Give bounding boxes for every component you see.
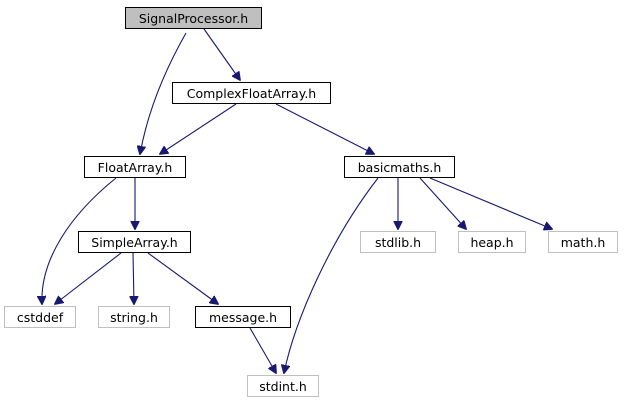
edge-complexfloatarray-to-floatarray (160, 103, 237, 154)
edge-basicmaths-to-math (429, 177, 552, 229)
node-floatarray-h[interactable]: FloatArray.h (84, 156, 186, 178)
edge-basicmaths-to-stdint (284, 177, 379, 373)
node-complexfloatarray-h[interactable]: ComplexFloatArray.h (172, 82, 331, 104)
edge-floatarray-to-cstddef (42, 177, 117, 304)
node-heap-h: heap.h (458, 231, 526, 253)
node-stdlib-h: stdlib.h (360, 231, 436, 253)
node-cstddef: cstddef (4, 306, 76, 328)
edge-simplearray-to-message (147, 252, 218, 304)
edge-complexfloatarray-to-basicmaths (275, 103, 374, 154)
edge-signalprocessor-to-floatarray (140, 32, 187, 154)
node-string-h: string.h (98, 306, 170, 328)
node-simplearray-h[interactable]: SimpleArray.h (78, 231, 191, 253)
edge-message-to-stdint (249, 327, 276, 373)
edge-signalprocessor-to-complexfloatarray (203, 28, 240, 80)
node-signalprocessor-h: SignalProcessor.h (125, 7, 262, 29)
node-message-h[interactable]: message.h (195, 306, 291, 328)
node-basicmaths-h[interactable]: basicmaths.h (344, 156, 455, 178)
node-math-h: math.h (548, 231, 618, 253)
edge-basicmaths-to-heap (419, 177, 466, 229)
node-stdint-h: stdint.h (247, 375, 319, 397)
edge-simplearray-to-cstddef (55, 252, 122, 304)
edge-simplearray-to-string (133, 252, 134, 304)
